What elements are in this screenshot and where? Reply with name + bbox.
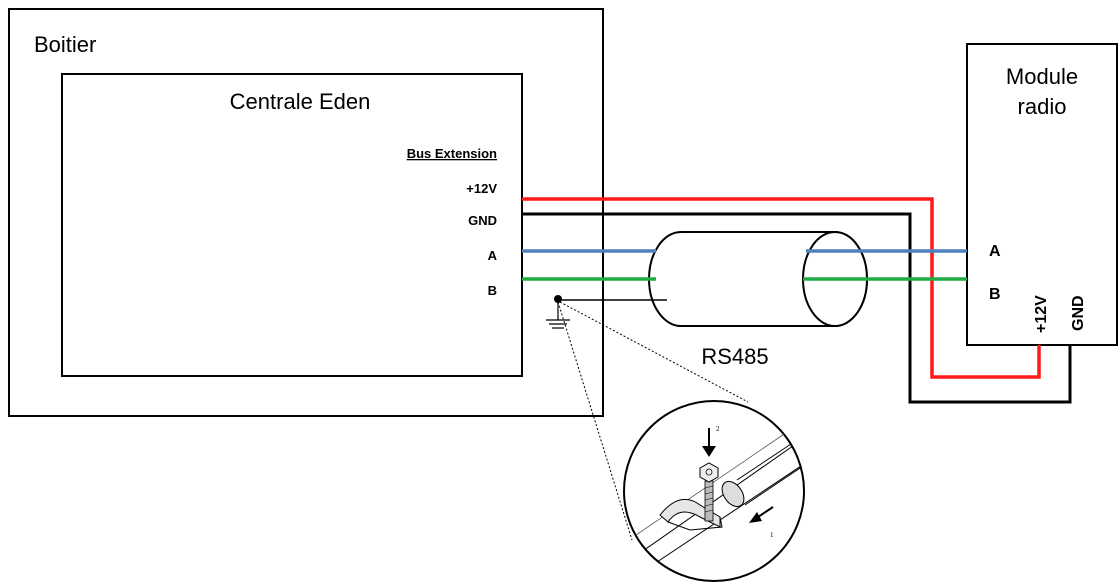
- step-2-label: 2: [716, 425, 720, 433]
- clamp-detail: 2 1: [623, 400, 805, 582]
- radio-pin-12v: +12V: [1033, 295, 1050, 333]
- central-pin-a: A: [488, 248, 498, 263]
- zoom-leader-top: [559, 301, 749, 403]
- radio-module-box: [966, 43, 1118, 346]
- enclosure-box: [8, 8, 604, 417]
- central-pin-b: B: [488, 283, 497, 298]
- radio-pin-b: B: [989, 286, 1001, 303]
- zoom-leader-bottom: [557, 301, 633, 541]
- wire-power: [522, 197, 1041, 379]
- central-title: Centrale Eden: [230, 89, 371, 114]
- radio-pin-a: A: [989, 243, 1001, 260]
- rs485-label: RS485: [701, 344, 768, 369]
- wire-ground: [522, 212, 1072, 404]
- central-box: [61, 73, 523, 377]
- bus-extension-header: Bus Extension: [407, 146, 497, 161]
- earth-ground-icon: [546, 319, 570, 329]
- radio-module-title-2: radio: [1018, 94, 1067, 119]
- radio-module-title-1: Module: [1006, 64, 1078, 89]
- central-pin-gnd: GND: [468, 213, 497, 228]
- radio-pin-gnd: GND: [1070, 295, 1087, 331]
- enclosure-label: Boitier: [34, 32, 96, 57]
- step-1-label: 1: [770, 531, 774, 539]
- magnifier-circle: [623, 400, 805, 582]
- central-pin-12v: +12V: [466, 181, 497, 196]
